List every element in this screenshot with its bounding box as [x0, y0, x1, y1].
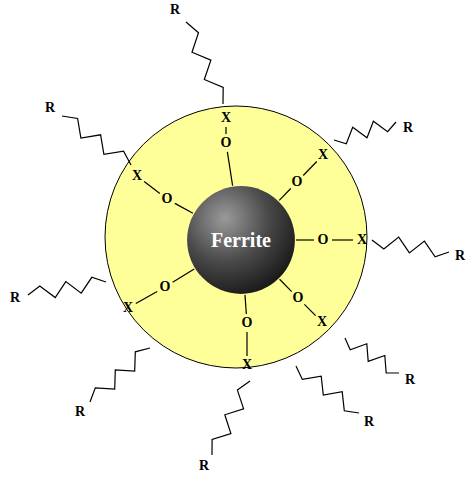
core-o-bond — [279, 188, 291, 200]
atom-label: R — [455, 249, 465, 263]
alkyl-chain — [212, 381, 250, 455]
alkyl-chain — [186, 22, 223, 104]
atom-label: O — [162, 192, 173, 206]
o-x-bond — [136, 291, 157, 303]
atom-label: X — [132, 169, 142, 183]
alkyl-chain — [345, 338, 399, 373]
atom-label: R — [405, 373, 415, 387]
alkyl-chain — [90, 348, 150, 402]
core-o-bond — [173, 269, 195, 282]
atom-label: X — [221, 111, 231, 125]
atom-label: O — [221, 136, 232, 150]
atom-label: O — [318, 233, 329, 247]
atom-label: R — [75, 405, 85, 419]
core-label: Ferrite — [211, 229, 271, 252]
atom-label: R — [10, 291, 20, 305]
atom-label: O — [160, 280, 171, 294]
coating-shell — [105, 106, 367, 368]
atom-label: R — [364, 415, 374, 429]
alkyl-chain — [28, 277, 106, 297]
core-o-bond — [280, 279, 292, 291]
o-x-bond — [332, 239, 353, 240]
atom-label: O — [292, 175, 303, 189]
core-o-bond — [296, 239, 314, 240]
atom-label: R — [199, 459, 209, 473]
o-x-bond — [304, 304, 315, 315]
core-o-bond — [227, 152, 232, 186]
o-x-bond — [144, 181, 160, 193]
core-o-bond — [245, 295, 246, 314]
atom-label: R — [403, 121, 413, 135]
atom-label: X — [317, 315, 327, 329]
o-x-bond — [246, 332, 247, 356]
atom-label: X — [357, 233, 367, 247]
atom-label: X — [242, 358, 252, 372]
atom-label: O — [242, 316, 253, 330]
ferrite-core: Ferrite — [186, 185, 296, 295]
alkyl-chain — [296, 366, 359, 413]
atom-label: X — [123, 301, 133, 315]
o-x-bond — [303, 161, 317, 175]
atom-label: R — [170, 3, 180, 17]
atom-label: X — [318, 148, 328, 162]
core-o-bond — [175, 203, 193, 213]
alkyl-chain — [62, 116, 131, 165]
atom-label: O — [293, 291, 304, 305]
alkyl-chain — [372, 237, 449, 257]
atom-label: R — [45, 101, 55, 115]
o-x-bond — [225, 127, 226, 134]
alkyl-chain — [334, 121, 396, 143]
